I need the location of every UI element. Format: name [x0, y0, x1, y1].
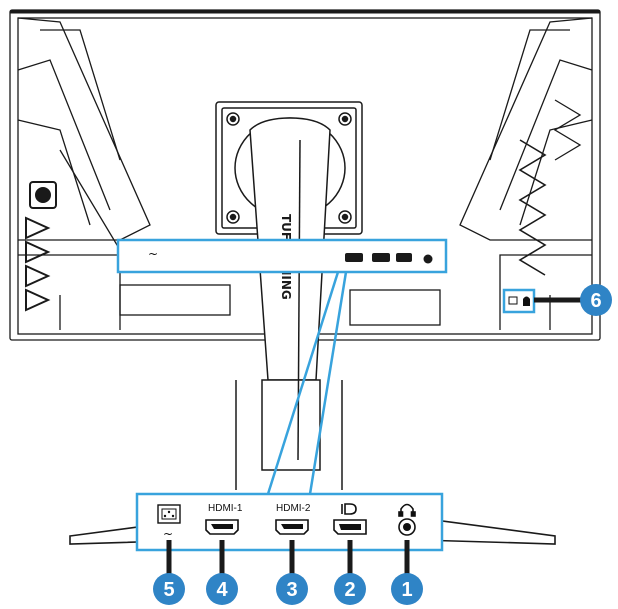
hdmi2-port	[275, 519, 309, 535]
callout-5: 5	[153, 573, 185, 605]
callout-3: 3	[276, 573, 308, 605]
hdmi2-label: HDMI-2	[276, 503, 311, 514]
callout-connectors	[166, 540, 410, 578]
displayport-port	[333, 519, 367, 535]
power-socket-icon	[157, 504, 181, 524]
headphone-jack	[398, 518, 416, 536]
headphone-icon	[398, 503, 416, 517]
callout-6: 6	[580, 284, 612, 316]
svg-text:6: 6	[590, 290, 601, 312]
callout-1: 1	[391, 573, 423, 605]
hdmi1-port	[205, 519, 239, 535]
rear-io-strip: ~	[116, 238, 448, 274]
svg-text:~: ~	[148, 247, 158, 261]
zoom-leader-lines	[266, 271, 348, 495]
lock-icon	[523, 296, 530, 306]
side-controls	[25, 181, 57, 312]
kensington-lock-area	[502, 288, 582, 314]
callout-4: 4	[206, 573, 238, 605]
svg-text:1: 1	[401, 579, 412, 601]
svg-text:3: 3	[286, 579, 297, 601]
svg-text:5: 5	[163, 579, 174, 601]
callout-2: 2	[334, 573, 366, 605]
hdmi1-label: HDMI-1	[208, 503, 243, 514]
displayport-icon	[341, 503, 357, 515]
power-label: ~	[163, 527, 173, 541]
svg-text:2: 2	[344, 579, 355, 601]
svg-text:4: 4	[216, 579, 228, 601]
